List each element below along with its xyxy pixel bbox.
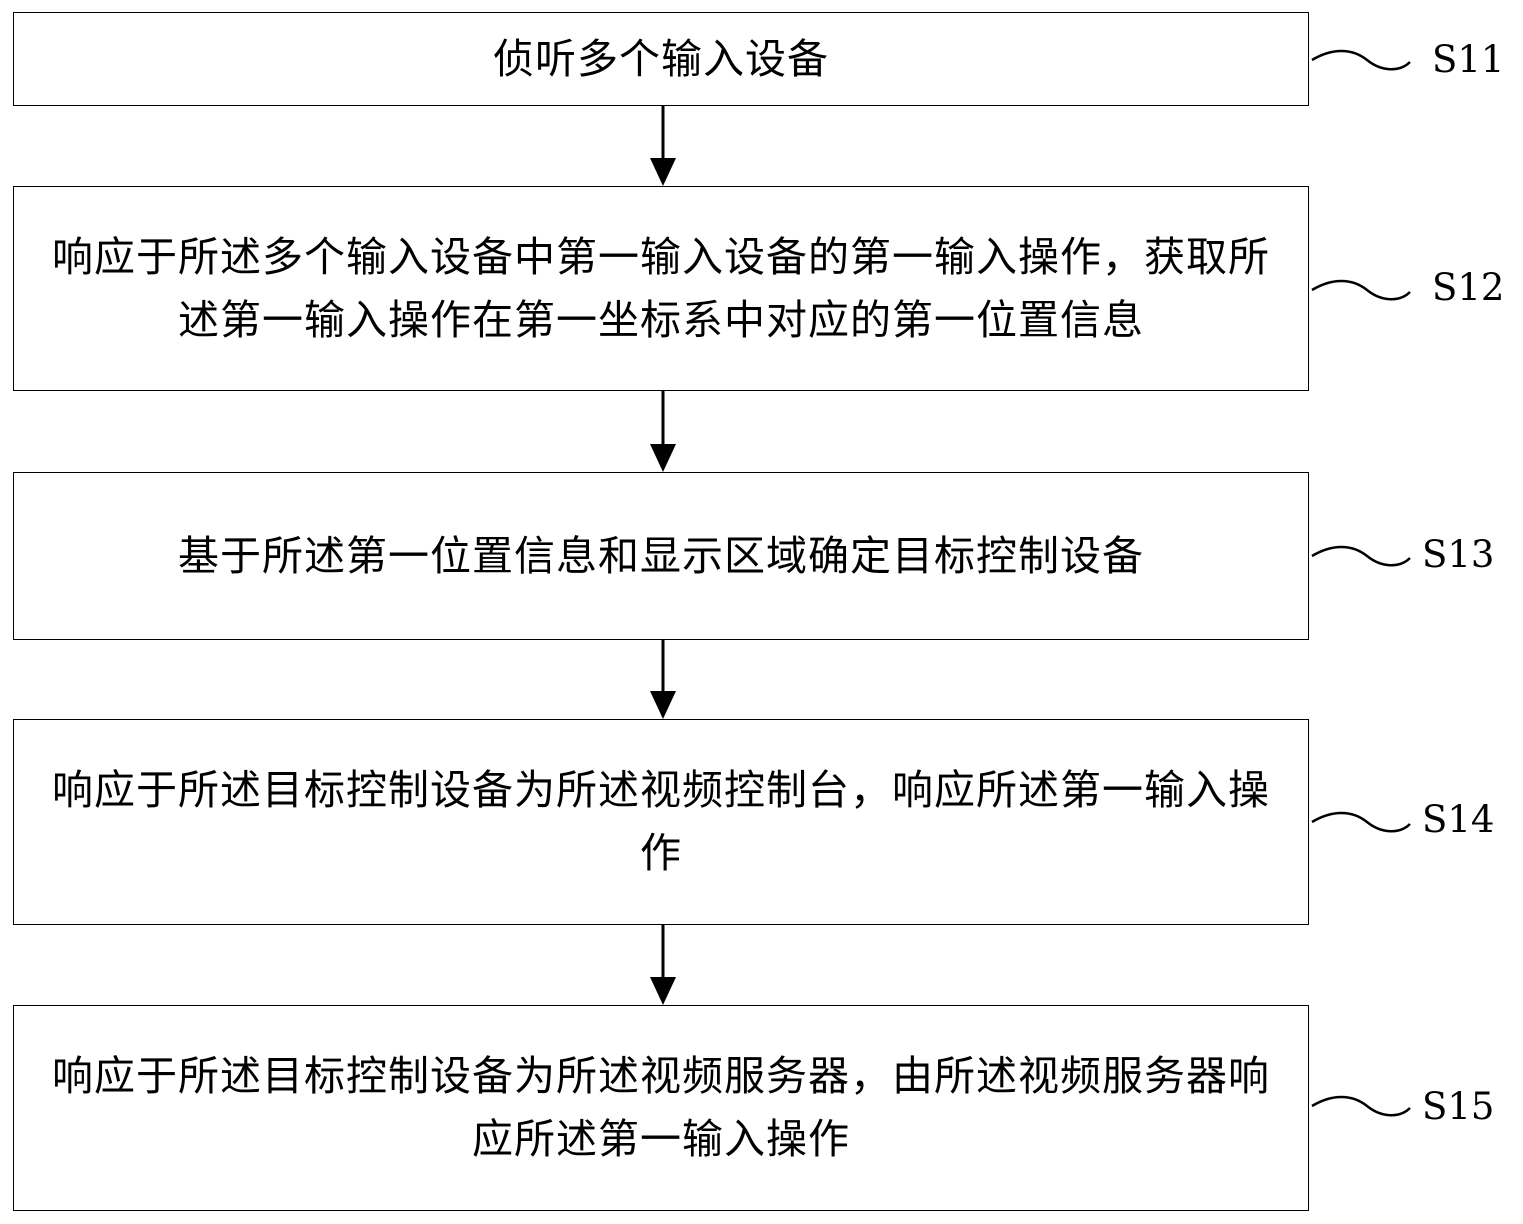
step-text-s11: 侦听多个输入设备 bbox=[493, 34, 829, 83]
step-label-s11: S11 bbox=[1432, 38, 1505, 81]
step-box-s13: 基于所述第一位置信息和显示区域确定目标控制设备 bbox=[13, 472, 1309, 640]
arrow-s11-s12 bbox=[650, 106, 676, 186]
arrow-s12-s13 bbox=[650, 391, 676, 472]
step-text-s13: 基于所述第一位置信息和显示区域确定目标控制设备 bbox=[178, 531, 1144, 580]
arrow-s13-s14 bbox=[650, 640, 676, 719]
step-text-s15: 响应于所述目标控制设备为所述视频服务器，由所述视频服务器响应所述第一输入操作 bbox=[52, 1052, 1270, 1163]
step-box-s14: 响应于所述目标控制设备为所述视频控制台，响应所述第一输入操作 bbox=[13, 719, 1309, 925]
step-label-s15: S15 bbox=[1422, 1085, 1495, 1128]
arrow-s14-s15 bbox=[650, 925, 676, 1005]
leader-s14 bbox=[1311, 811, 1411, 833]
step-box-s12: 响应于所述多个输入设备中第一输入设备的第一输入操作，获取所述第一输入操作在第一坐… bbox=[13, 186, 1309, 391]
leader-s15 bbox=[1311, 1095, 1411, 1117]
step-label-s13: S13 bbox=[1422, 533, 1495, 576]
leader-s12 bbox=[1311, 279, 1411, 301]
step-text-s12: 响应于所述多个输入设备中第一输入设备的第一输入操作，获取所述第一输入操作在第一坐… bbox=[52, 232, 1270, 344]
step-box-s11: 侦听多个输入设备 bbox=[13, 12, 1309, 106]
step-text-s14: 响应于所述目标控制设备为所述视频控制台，响应所述第一输入操作 bbox=[52, 766, 1270, 877]
step-box-s15: 响应于所述目标控制设备为所述视频服务器，由所述视频服务器响应所述第一输入操作 bbox=[13, 1005, 1309, 1211]
step-label-s12: S12 bbox=[1432, 266, 1505, 309]
step-label-s14: S14 bbox=[1422, 798, 1495, 841]
leader-s11 bbox=[1311, 49, 1411, 71]
leader-s13 bbox=[1311, 545, 1411, 567]
